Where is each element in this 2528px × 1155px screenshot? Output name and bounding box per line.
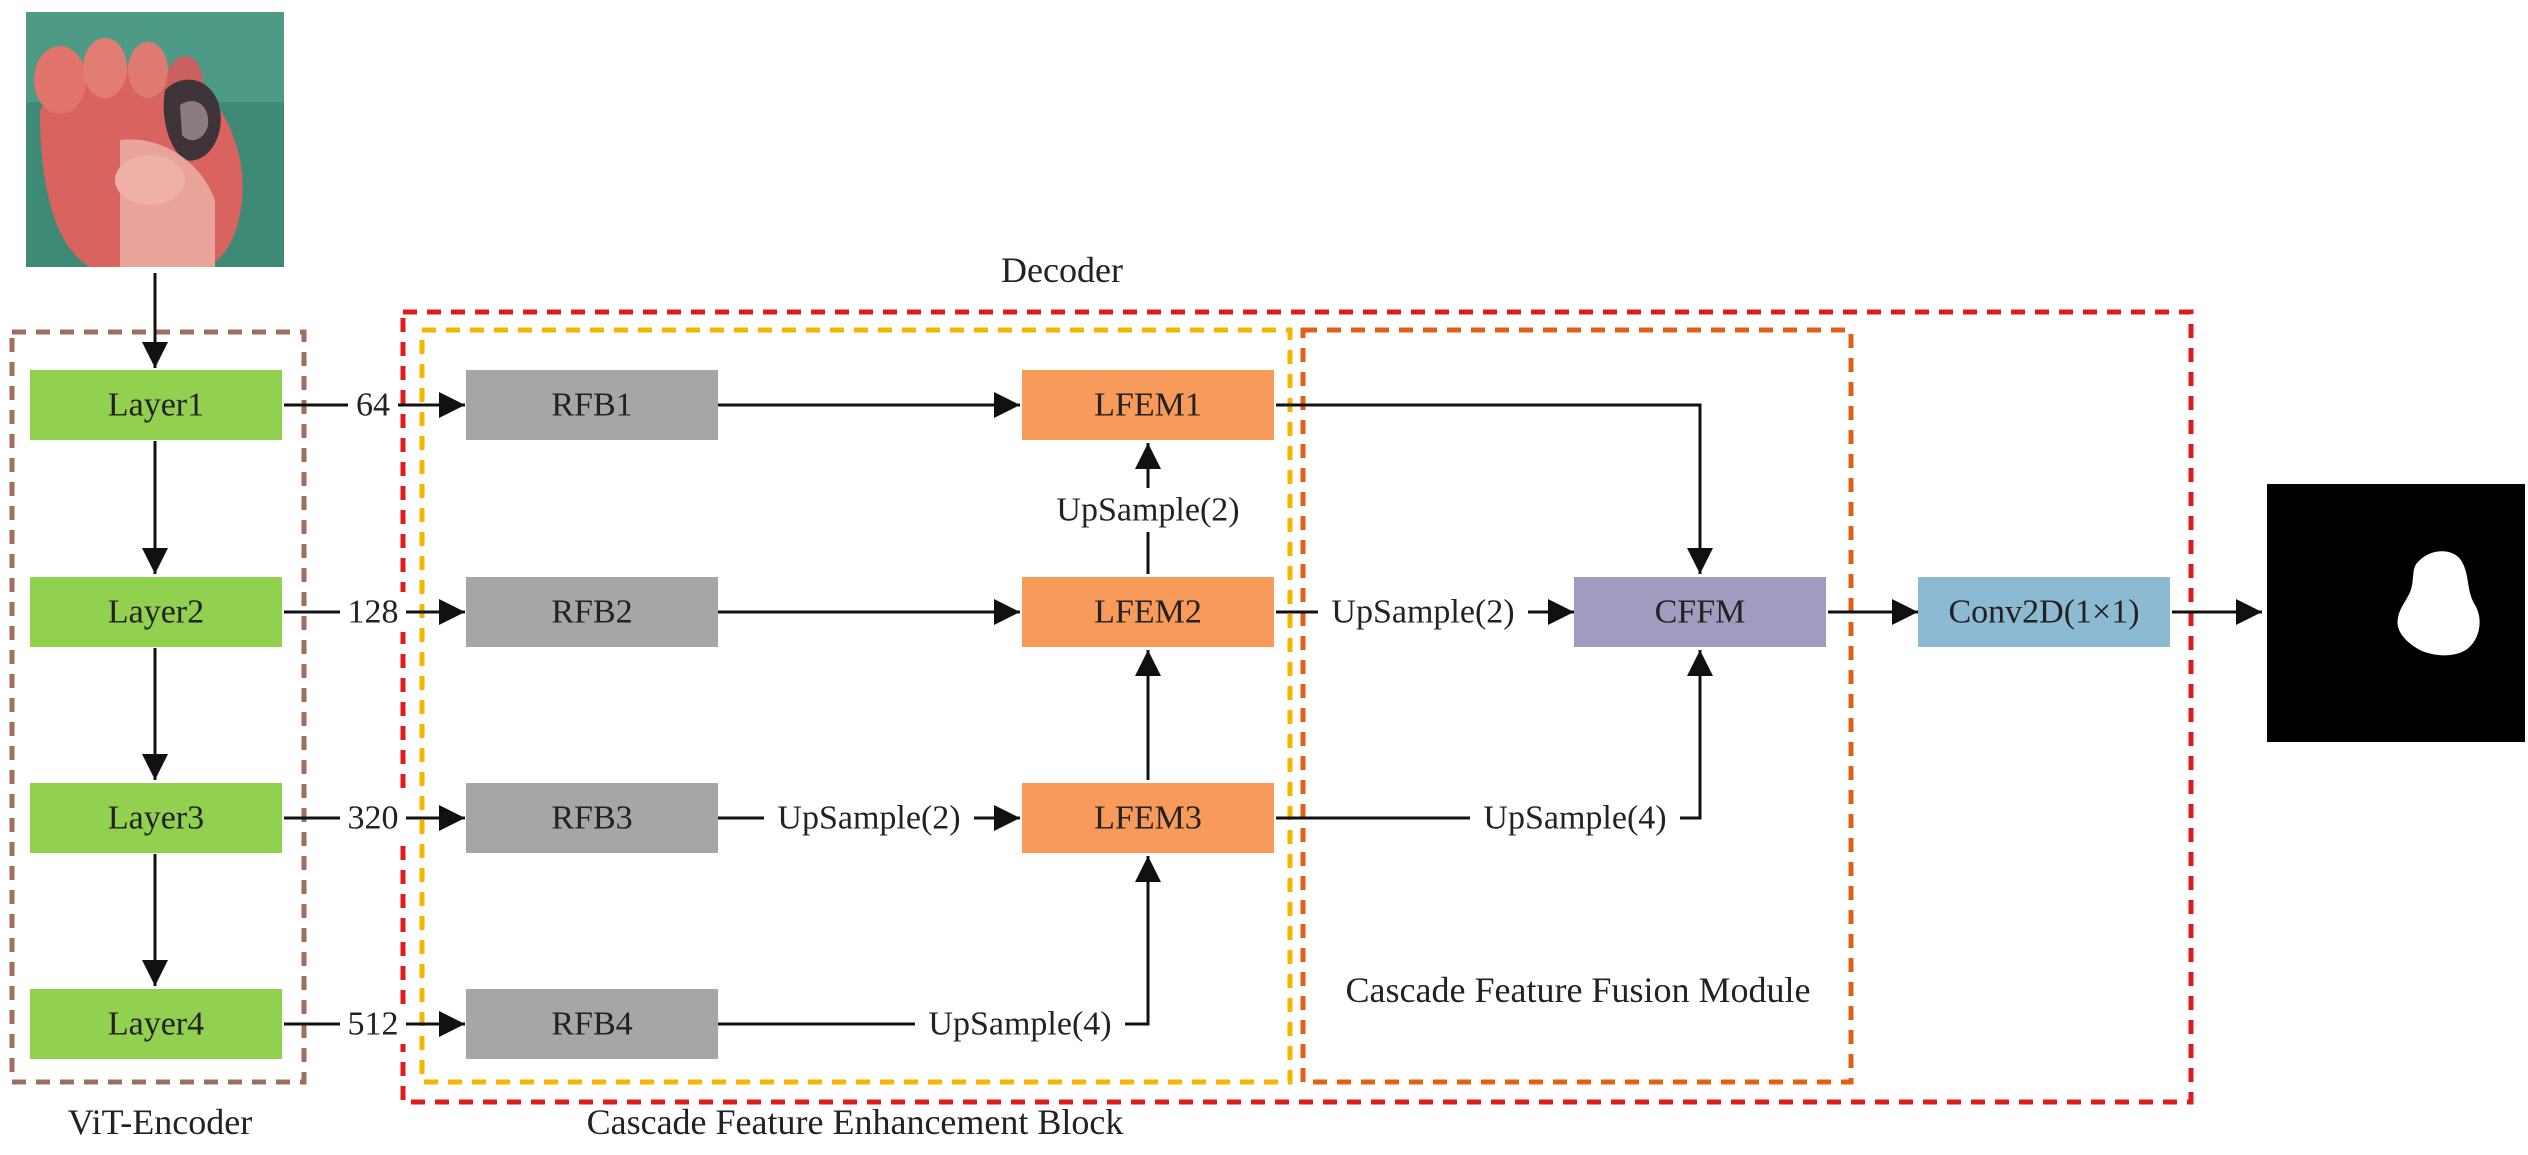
rfb4-box	[466, 989, 718, 1059]
decoder-label: Decoder	[1001, 250, 1123, 290]
rfb1-label: RFB1	[551, 387, 632, 424]
rfb2-box	[466, 577, 718, 647]
upsample-rfb4-lfem3: UpSample(4)	[928, 1006, 1111, 1043]
decoder-region	[400, 309, 2194, 1105]
fusion-label: Cascade Feature Fusion Module	[1346, 970, 1811, 1010]
layer2-box	[30, 577, 282, 647]
enhancement-label: Cascade Feature Enhancement Block	[587, 1102, 1124, 1142]
rfb4-label: RFB4	[551, 1006, 632, 1043]
enhancement-region	[419, 327, 1293, 1085]
input-image	[26, 12, 284, 267]
edge-lfem3-cffm	[1276, 650, 1713, 820]
channel-label-3: 320	[348, 800, 399, 837]
conv-label: Conv2D(1×1)	[1948, 594, 2139, 631]
rfb-blocks: RFB1 RFB2 RFB3 RFB4	[466, 370, 718, 1059]
rfb2-label: RFB2	[551, 594, 632, 631]
edge-rfb4-lfem3	[718, 856, 1161, 1026]
rfb1-box	[466, 370, 718, 440]
lfem3-label: LFEM3	[1094, 800, 1202, 837]
upsample-lfem2-cffm: UpSample(2)	[1331, 594, 1514, 631]
layer4-box	[30, 989, 282, 1059]
layer3-label: Layer3	[108, 800, 204, 837]
channel-label-1: 64	[356, 387, 390, 424]
output-mask	[2267, 484, 2525, 742]
lfem2-box	[1022, 577, 1274, 647]
upsample-lfem2-lfem1: UpSample(2)	[1056, 492, 1239, 529]
lfem1-box	[1022, 370, 1274, 440]
lfem3-box	[1022, 783, 1274, 853]
lfem2-label: LFEM2	[1094, 594, 1202, 631]
channel-label-4: 512	[348, 1006, 399, 1043]
encoder-layers: Layer1 Layer2 Layer3 Layer4	[30, 370, 282, 1059]
fusion-blocks: CFFM Conv2D(1×1)	[1574, 577, 2170, 647]
edge-labels: 64 128 320 512 UpSample(2) UpSample(2) U…	[340, 385, 1680, 1046]
upsample-lfem3-cffm: UpSample(4)	[1483, 800, 1666, 837]
lfem-blocks: LFEM1 LFEM2 LFEM3	[1022, 370, 1274, 853]
layer4-label: Layer4	[108, 1006, 204, 1043]
rfb3-label: RFB3	[551, 800, 632, 837]
upsample-rfb3-lfem3: UpSample(2)	[777, 800, 960, 837]
encoder-region	[9, 329, 307, 1085]
layer3-box	[30, 783, 282, 853]
edge-lfem1-cffm	[1276, 403, 1713, 574]
lfem1-label: LFEM1	[1094, 387, 1202, 424]
conv-box	[1918, 577, 2170, 647]
rfb3-box	[466, 783, 718, 853]
cffm-label: CFFM	[1655, 594, 1746, 631]
layer1-label: Layer1	[108, 387, 204, 424]
layer2-label: Layer2	[108, 594, 204, 631]
cffm-box	[1574, 577, 1826, 647]
channel-label-2: 128	[348, 594, 399, 631]
encoder-label: ViT-Encoder	[68, 1102, 252, 1142]
layer1-box	[30, 370, 282, 440]
fusion-region	[1300, 327, 1854, 1085]
